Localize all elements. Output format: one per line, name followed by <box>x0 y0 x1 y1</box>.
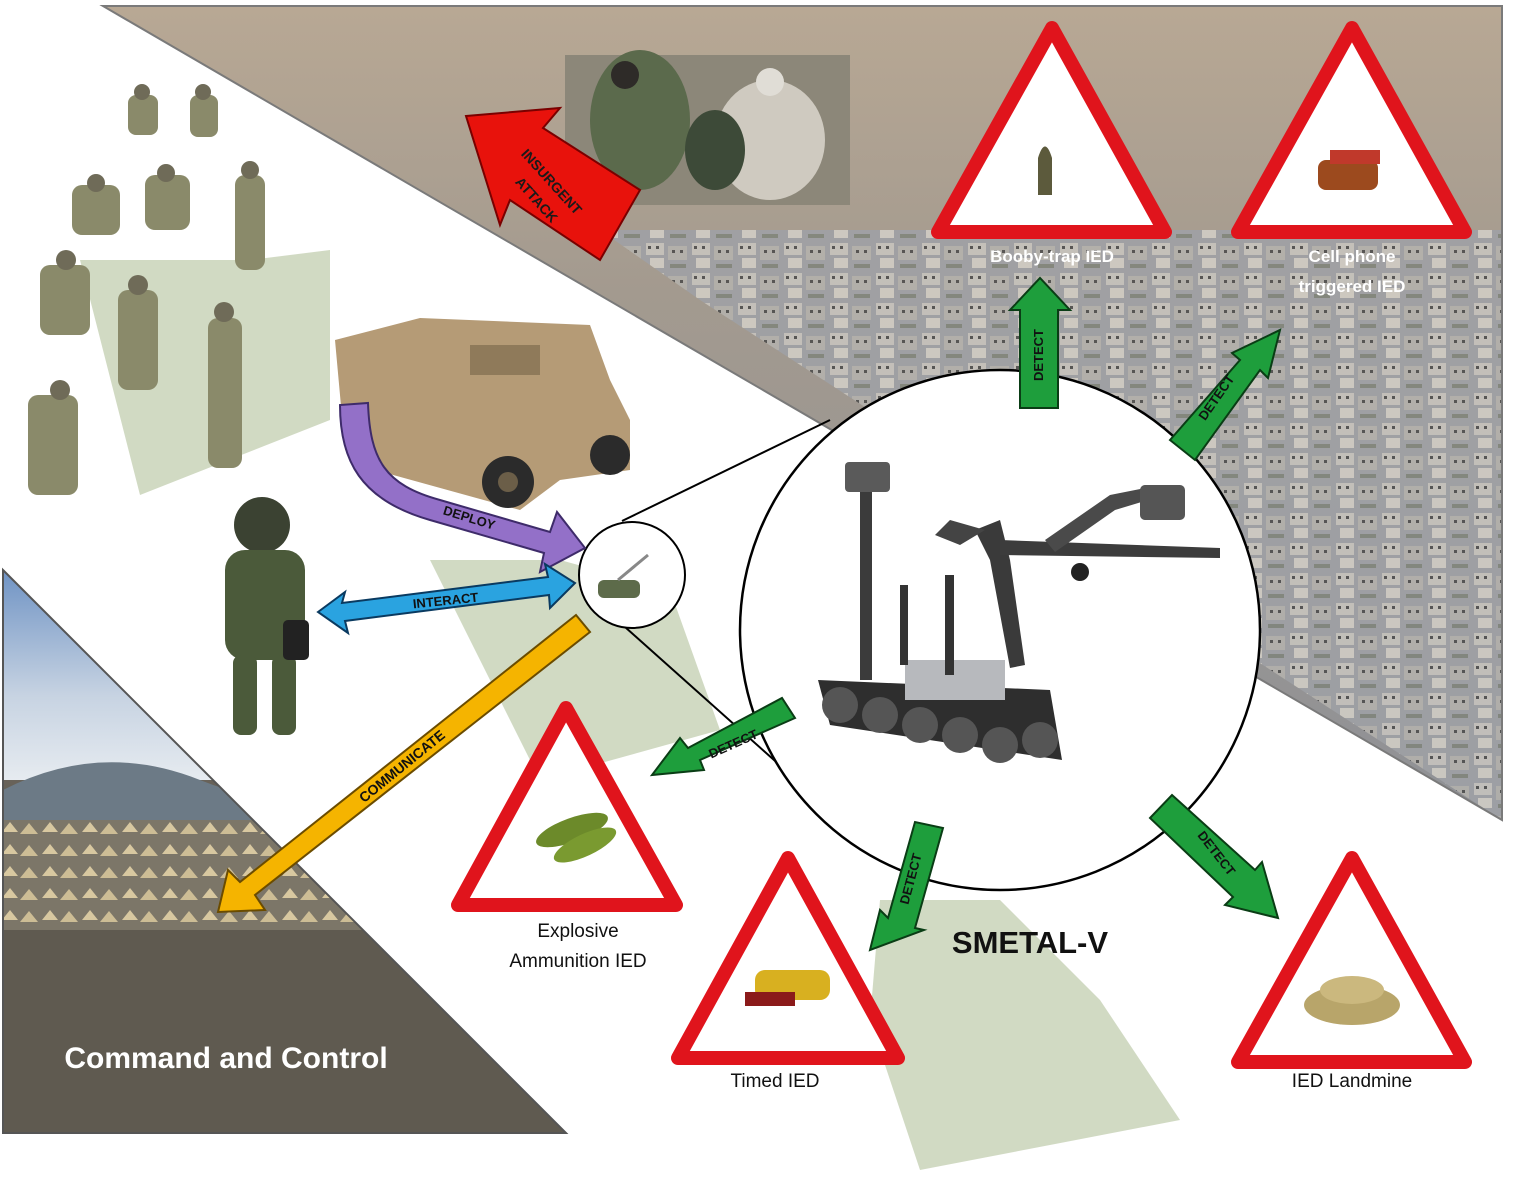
hazard-label: Ammunition IED <box>509 951 646 972</box>
hazard-explosive-ammo: Explosive Ammunition IED <box>451 701 683 972</box>
munition-icon <box>536 812 617 863</box>
diagram-title: SMETAL-V <box>952 925 1108 960</box>
command-control-label: Command and Control <box>64 1042 387 1075</box>
hazard-label: Timed IED <box>730 1071 819 1092</box>
hazard-label: IED Landmine <box>1292 1071 1412 1092</box>
flow-arrows <box>80 250 1180 1170</box>
robot-circle <box>738 368 1262 892</box>
detect-arrow-booby-trap: DETECT <box>1007 276 1073 409</box>
mrap-vehicle-icon <box>335 318 630 510</box>
hazard-landmine: IED Landmine <box>1231 851 1472 1092</box>
hazard-label: Explosive <box>537 921 618 942</box>
communicate-label: COMMUNICATE <box>356 727 448 806</box>
robot-icon <box>818 462 1220 763</box>
interact-arrow: INTERACT <box>316 561 577 636</box>
hazard-label: Cell phone <box>1309 247 1396 266</box>
detect-arrow-explosive-ammo: DETECT <box>649 696 797 777</box>
landmine-icon <box>1304 976 1400 1025</box>
shell-icon <box>1038 146 1052 195</box>
soldiers-icon <box>28 84 265 495</box>
hazard-label: Booby-trap IED <box>990 247 1114 266</box>
detect-arrow-landmine: DETECT <box>1148 793 1280 920</box>
hazard-timed: Timed IED <box>671 851 905 1092</box>
detect-label: DETECT <box>1031 329 1046 381</box>
pipe-bomb-icon <box>745 970 830 1006</box>
interact-label: INTERACT <box>412 590 479 612</box>
dynamite-icon <box>1318 150 1380 190</box>
insurgent-attack-arrow: INSURGENT ATTACK <box>464 106 642 262</box>
bomb-suit-icon <box>225 497 309 735</box>
hazard-label: triggered IED <box>1299 277 1406 296</box>
hazard-booby-trap: Booby-trap IED <box>931 21 1172 266</box>
hazard-cell-phone: Cell phone triggered IED <box>1231 21 1472 296</box>
